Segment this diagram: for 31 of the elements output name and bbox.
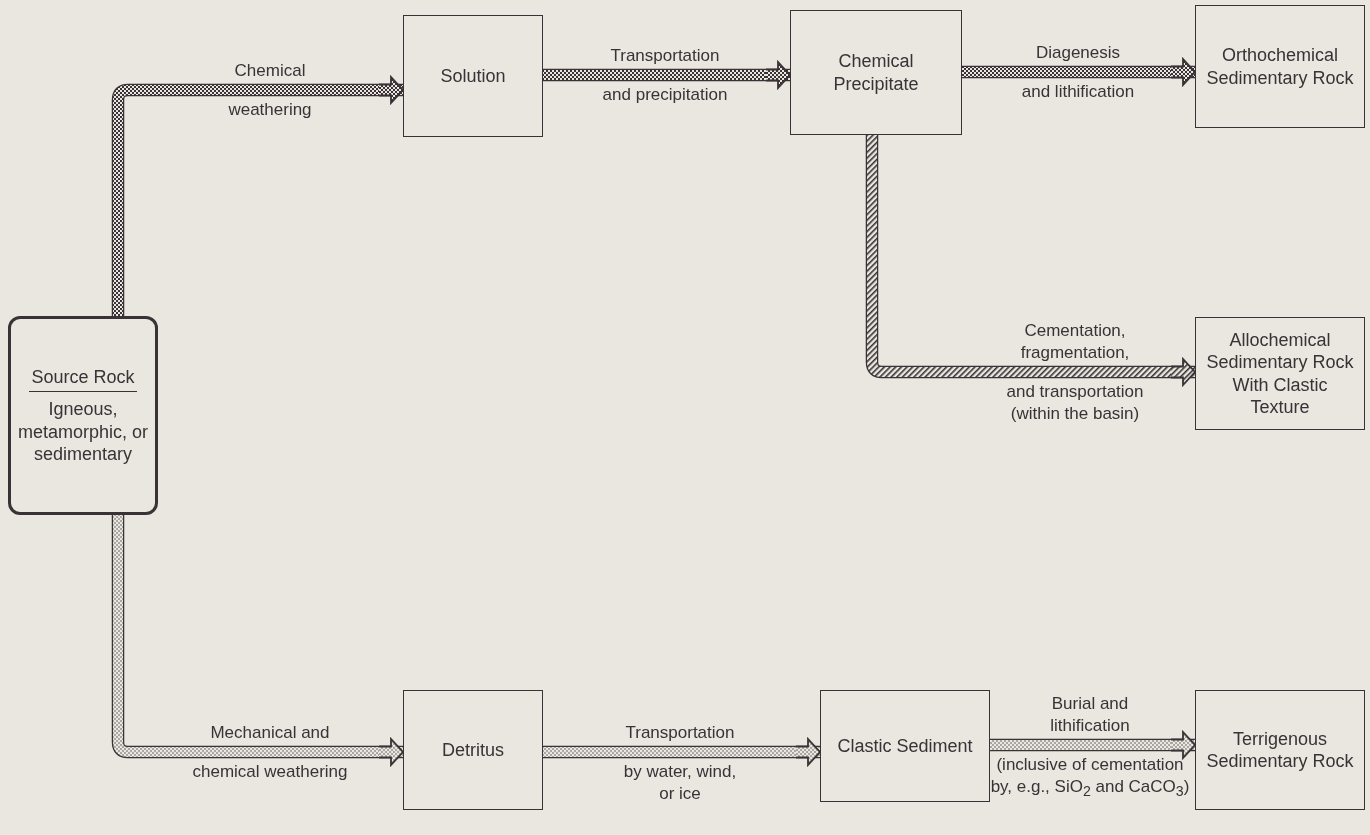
process-box [1195, 317, 1365, 430]
edge-label: and lithification [1020, 81, 1136, 103]
process-box [1195, 690, 1365, 810]
box-label: Chemical Precipitate [832, 50, 920, 95]
edge-label: (inclusive of cementation by, e.g., SiO$_{2}$ and CaCO$_{3}$) [990, 754, 1190, 801]
edge-label: Transportation [624, 721, 736, 744]
process-box [403, 15, 543, 137]
edge-label: and transportation (within the basin) [1005, 381, 1145, 426]
edge-label: and precipitation [601, 84, 729, 106]
process-box [820, 690, 990, 802]
edge-label: Mechanical and [209, 721, 331, 744]
box-label: Clastic Sediment [837, 734, 973, 758]
box-label: Solution [440, 64, 506, 88]
edge-label: Burial and lithification [1049, 692, 1131, 737]
box-label: Orthochemical Sedimentary Rock [1205, 44, 1355, 89]
box-label: Igneous, metamorphic, or sedimentary [17, 398, 149, 466]
process-box [1195, 5, 1365, 128]
edge-label: Diagenesis [1034, 41, 1122, 64]
process-box [403, 690, 543, 810]
rounded-box [8, 316, 158, 515]
edge-label: weathering [227, 99, 313, 121]
edge-label: Chemical [233, 59, 307, 82]
box-label: Detritus [442, 738, 504, 762]
edge-label: by water, wind, or ice [622, 761, 738, 806]
edge-label: chemical weathering [191, 761, 349, 783]
edge-label: Cementation, fragmentation, [1019, 319, 1131, 364]
box-heading: Source Rock [29, 365, 137, 392]
process-box [790, 10, 962, 135]
edge-label: Transportation [609, 44, 721, 67]
box-label: Allochemical Sedimentary Rock With Clastic Texture [1205, 328, 1355, 419]
box-label: Terrigenous Sedimentary Rock [1205, 727, 1355, 773]
